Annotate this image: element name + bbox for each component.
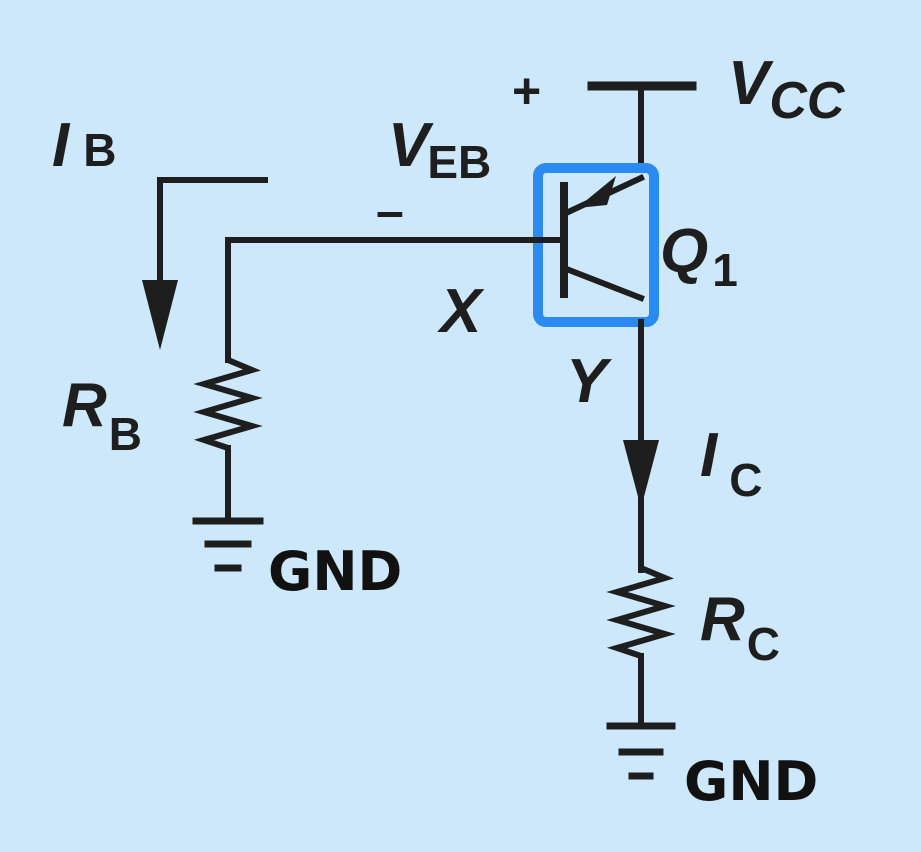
ib-arrow-icon: [142, 280, 178, 350]
vcc-label: VCC: [728, 49, 846, 130]
ic-arrow-icon: [623, 440, 659, 508]
veb-label: VEB: [388, 111, 491, 188]
emitter-arrow-icon: [577, 176, 616, 208]
rb-label: RB: [62, 371, 142, 460]
minus-sign: –: [376, 183, 404, 239]
gnd-left-label: GND: [268, 540, 402, 603]
plus-sign: +: [512, 63, 541, 119]
gnd-right-label: GND: [684, 750, 818, 813]
ground-right-icon: [606, 722, 676, 780]
q1-label: Q1: [660, 217, 738, 296]
rc-label: RC: [700, 585, 780, 670]
resistor-rc: [606, 565, 676, 659]
ground-left-icon: [192, 517, 264, 572]
node-y-label: Y: [566, 347, 613, 416]
node-x-label: X: [437, 277, 485, 346]
resistor-rb: [193, 357, 263, 451]
transistor-highlight-box: [533, 163, 659, 327]
transistor-q1: [560, 174, 645, 302]
ib-arrow-line: [157, 177, 268, 303]
